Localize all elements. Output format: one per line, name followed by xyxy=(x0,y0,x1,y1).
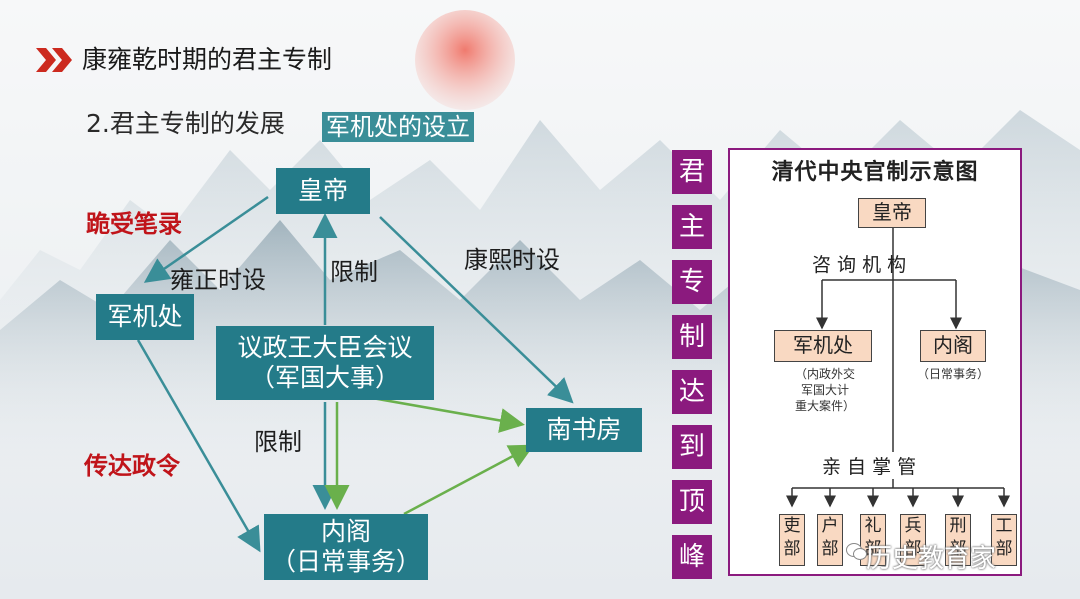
ministry-box-revenue: 户 部 xyxy=(817,514,843,566)
ministry-box-works: 工 部 xyxy=(991,514,1017,566)
panel-junjichu-note: （内政外交 军国大计 重大案件） xyxy=(780,366,870,414)
banner-char: 顶 xyxy=(672,480,712,524)
banner-char: 达 xyxy=(672,370,712,414)
panel-emperor-box: 皇帝 xyxy=(858,198,926,228)
topic-tag: 军机处的设立 xyxy=(322,112,474,142)
label-yongzheng-established: 雍正时设 xyxy=(170,266,266,294)
panel-junjichu-label: 军机处 xyxy=(793,333,853,357)
node-yizheng-council: 议政王大臣会议 （军国大事） xyxy=(216,326,434,400)
panel-neige-note: （日常事务） xyxy=(916,367,989,381)
arrow-neige-to-nanshufang-green xyxy=(403,444,535,516)
watermark-text: 历史教育家 xyxy=(866,544,997,574)
panel-junjichu-note-line: （内政外交 xyxy=(794,367,855,381)
panel-neige-box: 内阁 xyxy=(920,330,986,362)
qing-central-official-system-panel: 清代中央官制示意图 皇帝 咨 询 机 构 军机处 内阁 （内政外交 军国大计 重… xyxy=(728,148,1022,576)
node-emperor: 皇帝 xyxy=(276,168,370,214)
banner-char: 主 xyxy=(672,205,712,249)
ministry-char: 吏 xyxy=(783,516,801,536)
arrow-yizheng-to-nanshufang-green xyxy=(371,396,525,433)
panel-advisory-label: 咨 询 机 构 xyxy=(812,254,907,276)
node-neige: 内阁 （日常事务） xyxy=(264,514,428,580)
node-neige-line1: 内阁 xyxy=(320,517,371,546)
panel-neige-label: 内阁 xyxy=(933,333,973,357)
banner-char: 君 xyxy=(672,150,712,194)
label-kangxi-established: 康熙时设 xyxy=(464,246,560,274)
ministry-char: 工 xyxy=(995,516,1013,536)
ministry-char: 部 xyxy=(783,539,801,559)
banner-char: 到 xyxy=(672,425,712,469)
page-title: 康雍乾时期的君主专制 xyxy=(82,45,333,74)
panel-junjichu-box: 军机处 xyxy=(774,330,872,362)
sun-decoration xyxy=(415,10,515,110)
ministry-char: 部 xyxy=(821,539,839,559)
ministry-box-personnel: 吏 部 xyxy=(779,514,805,566)
label-restrict-top: 限制 xyxy=(330,258,378,286)
node-neige-line2: （日常事务） xyxy=(270,547,421,576)
banner-char: 专 xyxy=(672,260,712,304)
ministry-char: 部 xyxy=(864,539,882,559)
node-yizheng-line2: （军国大事） xyxy=(249,363,400,392)
ministry-char: 刑 xyxy=(949,516,967,536)
node-junjichu-label: 军机处 xyxy=(107,302,183,331)
panel-junjichu-note-line: 重大案件） xyxy=(794,399,855,413)
panel-title: 清代中央官制示意图 xyxy=(771,160,979,185)
node-nanshufang-label: 南书房 xyxy=(546,415,622,444)
label-kneel-record: 跪受笔录 xyxy=(86,210,182,238)
ministry-char: 兵 xyxy=(904,516,922,536)
ministry-char: 部 xyxy=(995,539,1013,559)
node-nanshufang: 南书房 xyxy=(526,408,642,452)
banner-char: 制 xyxy=(672,315,712,359)
arrow-emperor-to-junjichu xyxy=(143,195,269,283)
node-junjichu: 军机处 xyxy=(96,294,194,340)
chevron-right-icon xyxy=(36,48,72,72)
panel-direct-label: 亲 自 掌 管 xyxy=(820,452,919,479)
panel-junjichu-note-line: 军国大计 xyxy=(800,383,849,397)
ministry-box-war: 兵 部 xyxy=(900,514,926,566)
label-restrict-bottom: 限制 xyxy=(254,428,302,456)
wechat-icon xyxy=(846,543,867,560)
banner-char: 峰 xyxy=(672,535,712,579)
section-subtitle: 2.君主专制的发展 xyxy=(86,109,285,138)
node-emperor-label: 皇帝 xyxy=(297,176,348,205)
ministry-char: 部 xyxy=(949,539,967,559)
ministry-char: 部 xyxy=(904,539,922,559)
ministry-char: 户 xyxy=(821,516,839,536)
ministry-char: 礼 xyxy=(864,516,882,536)
ministry-box-justice: 刑 部 xyxy=(945,514,971,566)
panel-emperor-label: 皇帝 xyxy=(872,200,912,224)
arrow-emperor-to-nanshufang xyxy=(379,216,574,404)
arrow-junjichu-to-neige xyxy=(136,339,261,553)
panel-connector-lines xyxy=(786,228,1010,508)
node-yizheng-line1: 议政王大臣会议 xyxy=(237,333,413,362)
label-transmit-orders: 传达政令 xyxy=(84,452,180,480)
